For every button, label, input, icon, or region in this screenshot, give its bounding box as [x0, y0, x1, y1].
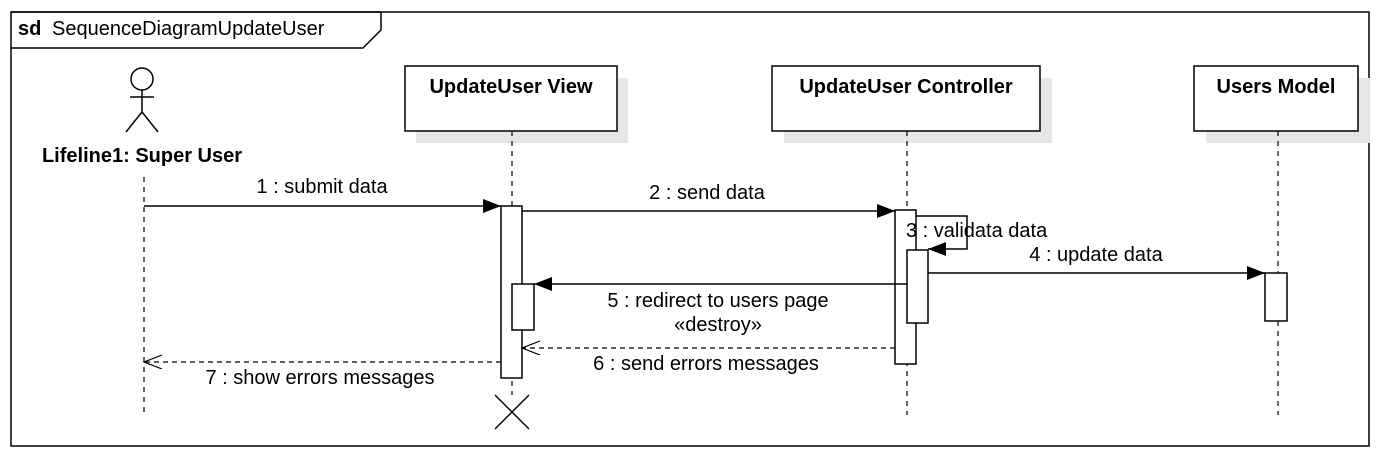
- message-2: 2 : send data: [522, 182, 895, 218]
- frame-border: [10, 11, 1370, 447]
- message-3: 3 : validata data: [906, 215, 1048, 256]
- participant-view: UpdateUser View: [404, 65, 628, 430]
- participant-label: Users Model: [1217, 76, 1336, 98]
- frame-title: SequenceDiagramUpdateUser: [52, 18, 325, 40]
- participant-model: Users Model: [1193, 65, 1370, 415]
- message-5: 5 : redirect to users page «destroy»: [534, 277, 907, 336]
- message-label: 6 : send errors messages: [593, 353, 819, 375]
- message-stereotype: «destroy»: [674, 314, 762, 336]
- activation-bar-nested: [511, 283, 535, 331]
- message-7: 7 : show errors messages: [144, 362, 501, 389]
- message-label: 4 : update data: [1029, 244, 1163, 266]
- message-arrow: [916, 215, 968, 256]
- participant-label: UpdateUser View: [429, 76, 592, 98]
- message-label: 1 : submit data: [256, 176, 388, 198]
- participant-box: [404, 65, 618, 132]
- participant-box: [1193, 65, 1359, 132]
- participant-label: Lifeline1: Super User: [42, 145, 242, 167]
- participant-box: [771, 65, 1041, 132]
- message-label: 2 : send data: [649, 182, 766, 204]
- message-1: 1 : submit data: [144, 176, 501, 213]
- activation-bar-nested: [906, 249, 929, 324]
- message-label: 5 : redirect to users page: [607, 290, 828, 312]
- destroy-marker-icon: [494, 394, 530, 430]
- diagram-frame: sd SequenceDiagramUpdateUser: [10, 11, 1370, 447]
- activation-bar: [1264, 272, 1288, 322]
- message-label: 7 : show errors messages: [206, 367, 435, 389]
- message-label: 3 : validata data: [906, 220, 1048, 242]
- frame-tab: [11, 11, 382, 49]
- participant-super-user: Lifeline1: Super User: [42, 67, 242, 415]
- message-4: 4 : update data: [928, 244, 1265, 280]
- message-6: 6 : send errors messages: [522, 348, 895, 375]
- actor-icon: [125, 67, 159, 133]
- frame-keyword: sd: [18, 18, 41, 40]
- participant-controller: UpdateUser Controller: [771, 65, 1052, 415]
- participant-label: UpdateUser Controller: [799, 76, 1013, 98]
